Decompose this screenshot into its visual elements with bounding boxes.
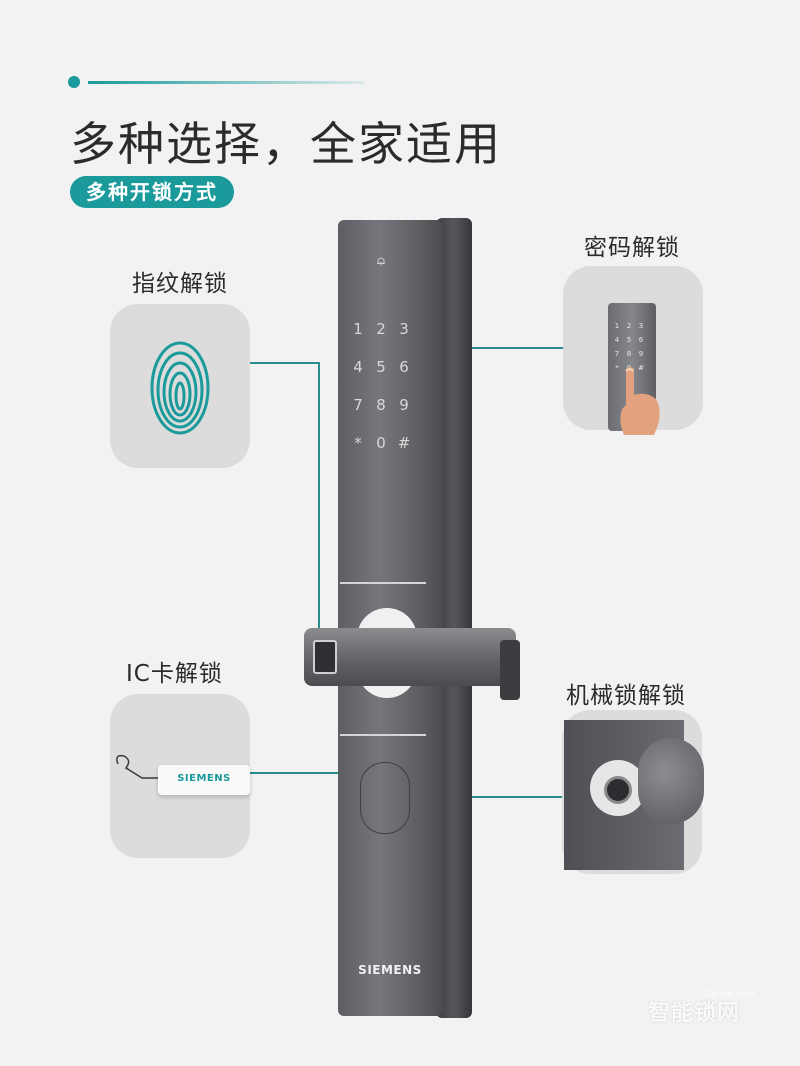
lock-slot-lower: [340, 734, 426, 736]
watermark-logo: 智能锁网: [648, 1001, 741, 1026]
fingerprint-sensor[interactable]: [313, 640, 337, 674]
handle-end-cap: [500, 640, 520, 700]
page-title: 多种选择，全家适用: [70, 117, 502, 171]
connector-ic: [250, 772, 382, 774]
feature-label-password: 密码解锁: [584, 235, 680, 261]
header-accent-dot: [68, 76, 80, 88]
mini-keypad-key: 3: [638, 322, 644, 330]
feature-label-fingerprint: 指纹解锁: [132, 271, 228, 297]
mini-keypad-key: 9: [638, 350, 644, 358]
keypad-key[interactable]: 6: [399, 358, 409, 376]
key-ring-icon: [116, 754, 160, 779]
keypad-key[interactable]: *: [354, 434, 362, 452]
mini-keypad-key: 8: [626, 350, 632, 358]
keyhole-icon: [604, 776, 632, 804]
mini-keypad-key: 6: [638, 336, 644, 344]
card-reader-zone[interactable]: [360, 762, 410, 834]
mini-keypad-key: 4: [614, 336, 620, 344]
mini-keypad-key: *: [615, 364, 619, 372]
feature-card-fingerprint: [110, 304, 250, 468]
connector-password: [396, 347, 564, 349]
keypad-key[interactable]: 2: [376, 320, 386, 338]
mini-keypad-key: 1: [614, 322, 620, 330]
fingerprint-icon: [150, 341, 210, 435]
keypad-key[interactable]: 9: [399, 396, 409, 414]
keypad-key[interactable]: 5: [376, 358, 386, 376]
feature-label-mechanical: 机械锁解锁: [566, 683, 686, 709]
ic-card-tag: [158, 765, 250, 795]
finger-press-icon: [620, 367, 660, 435]
connector-fingerprint: [250, 362, 320, 364]
connector-mechanical: [396, 796, 564, 798]
mini-keypad-key: #: [638, 364, 644, 372]
connector-fingerprint-v: [318, 362, 320, 652]
lock-slot-upper: [340, 582, 426, 584]
keyhole-cover: [638, 738, 704, 824]
keypad-key[interactable]: 3: [399, 320, 409, 338]
doorbell-icon: [377, 257, 385, 266]
subtitle-badge: 多种开锁方式: [70, 176, 234, 208]
watermark-url: Chixin.com: [705, 990, 756, 1000]
lock-side-panel: [436, 218, 472, 1018]
header-accent-line: [88, 81, 364, 84]
keypad-key[interactable]: 8: [376, 396, 386, 414]
lock-handle[interactable]: [304, 628, 516, 686]
keypad-key[interactable]: 0: [376, 434, 386, 452]
keypad-key[interactable]: 4: [353, 358, 363, 376]
mini-keypad-key: 7: [614, 350, 620, 358]
mini-keypad-key: 5: [626, 336, 632, 344]
mini-keypad-key: 2: [626, 322, 632, 330]
keypad-key[interactable]: 1: [353, 320, 363, 338]
lock-brand-logo: SIEMENS: [358, 963, 422, 977]
keypad-key[interactable]: #: [397, 434, 411, 452]
ic-tag-brand: SIEMENS: [177, 773, 231, 784]
feature-label-ic-card: IC卡解锁: [126, 661, 223, 687]
keypad-key[interactable]: 7: [353, 396, 363, 414]
